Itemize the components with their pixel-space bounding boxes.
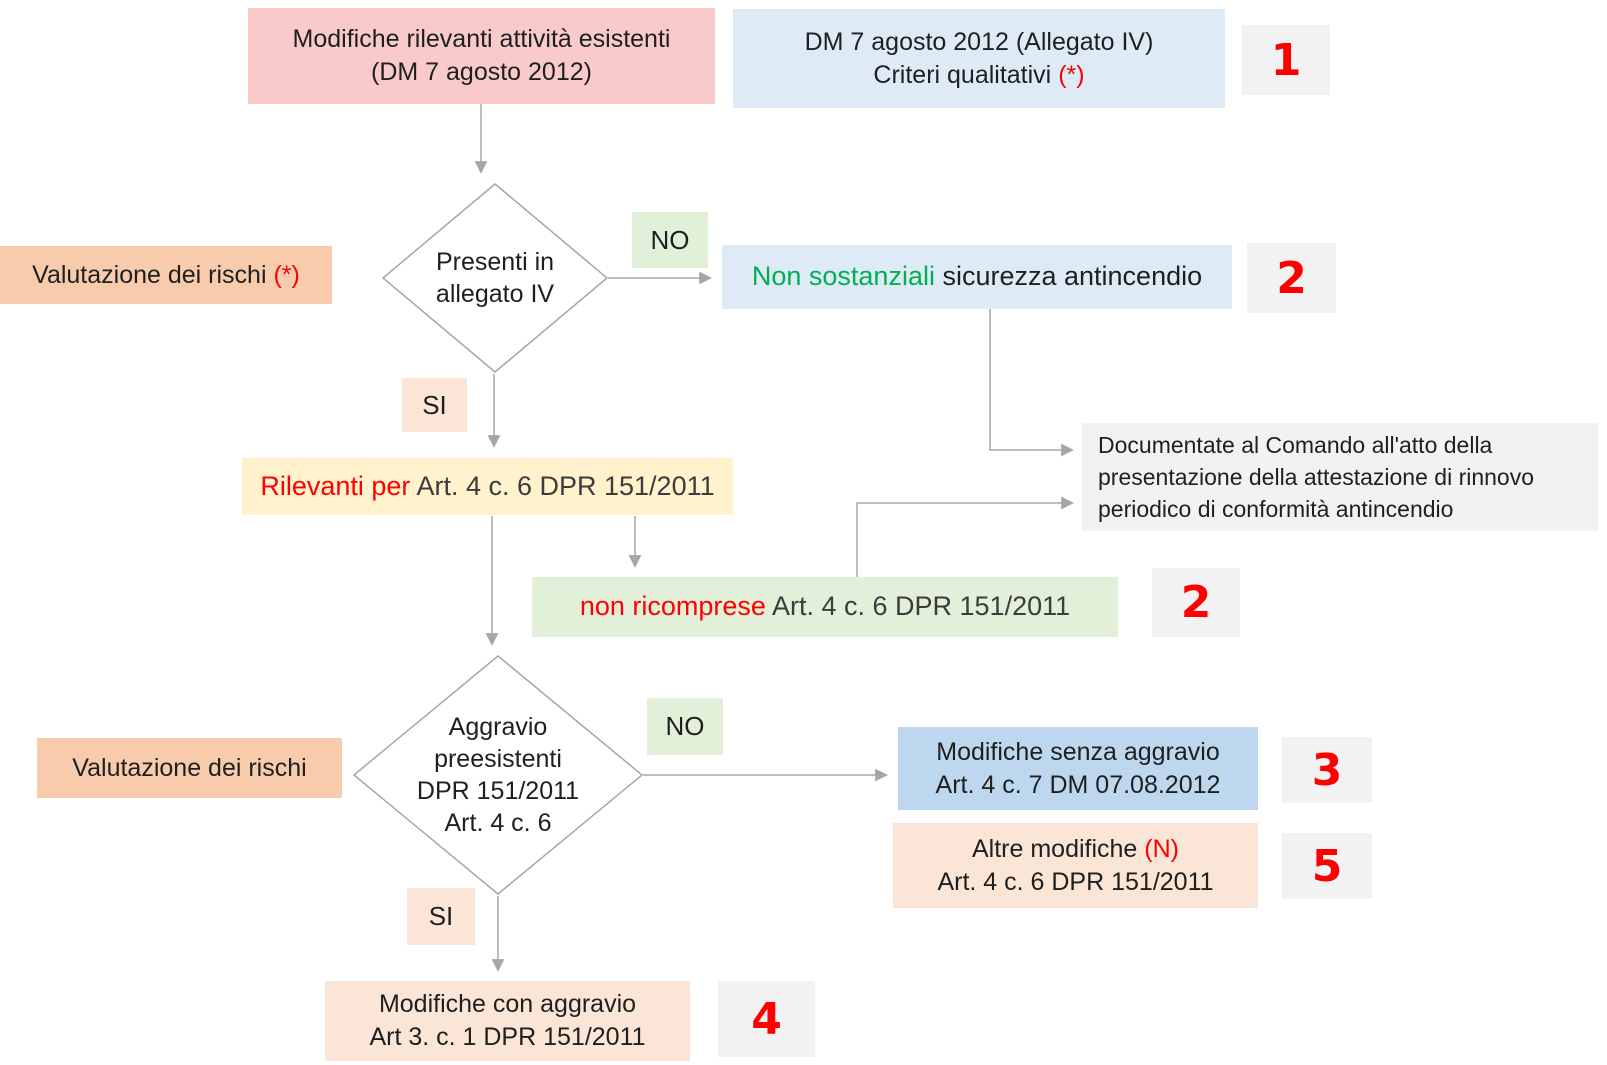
branch-label-no-1: NO bbox=[632, 212, 708, 268]
node-text: presentazione della attestazione di rinn… bbox=[1098, 463, 1535, 490]
node-text: Criteri qualitativi (*) bbox=[873, 59, 1084, 92]
node-text: Rilevanti per Art. 4 c. 6 DPR 151/2011 bbox=[260, 469, 714, 505]
node-altre-modifiche: Altre modifiche (N) Art. 4 c. 6 DPR 151/… bbox=[893, 823, 1258, 908]
node-text-highlight: Non sostanziali bbox=[751, 261, 943, 292]
node-text: sicurezza antincendio bbox=[942, 261, 1203, 292]
node-modifiche-rilevanti: Modifiche rilevanti attività esistenti (… bbox=[248, 8, 715, 104]
diamond-shape bbox=[382, 183, 608, 373]
arrow-nonricomprese-to-doc bbox=[856, 496, 1074, 577]
node-text: Modifiche senza aggravio bbox=[936, 737, 1220, 766]
arrow-nonsostanziali-to-doc bbox=[989, 309, 1074, 457]
node-text-highlight: non ricomprese bbox=[579, 591, 772, 622]
decision-text: Aggravio preesistenti DPR 151/2011 Art. … bbox=[353, 655, 643, 895]
node-text: allegato IV bbox=[435, 280, 555, 308]
node-text: Art. 4 c. 6 bbox=[444, 809, 552, 837]
node-text: DPR 151/2011 bbox=[416, 777, 580, 805]
node-text: Art 3. c. 1 DPR 151/2011 bbox=[369, 1023, 646, 1051]
step-badge-2b: 2 bbox=[1152, 568, 1240, 637]
step-badge-3: 3 bbox=[1282, 737, 1372, 803]
node-rilevanti-per: Rilevanti per Art. 4 c. 6 DPR 151/2011 bbox=[242, 458, 733, 515]
note-mark: (N) bbox=[1144, 834, 1179, 863]
node-modifiche-con-aggravio: Modifiche con aggravio Art 3. c. 1 DPR 1… bbox=[325, 981, 690, 1061]
branch-label-no-2: NO bbox=[647, 698, 723, 755]
node-documentate-comando: Documentate al Comando all'atto della pr… bbox=[1082, 423, 1598, 531]
asterisk-mark: (*) bbox=[273, 260, 300, 289]
branch-label-si-1: SI bbox=[402, 378, 467, 432]
node-text: Non sostanziali sicurezza antincendio bbox=[752, 259, 1202, 295]
node-text: periodico di conformità antincendio bbox=[1098, 496, 1454, 523]
node-text: Altre modifiche bbox=[971, 834, 1145, 863]
node-text: Presenti in bbox=[435, 248, 555, 276]
node-text: Art. 4 c. 6 DPR 151/2011 bbox=[937, 867, 1214, 896]
node-non-ricomprese: non ricomprese Art. 4 c. 6 DPR 151/2011 bbox=[532, 577, 1118, 637]
node-text: preesistenti bbox=[434, 745, 562, 773]
node-non-sostanziali: Non sostanziali sicurezza antincendio bbox=[722, 245, 1232, 309]
node-text: Altre modifiche (N) bbox=[972, 833, 1179, 866]
step-badge-1: 1 bbox=[1242, 25, 1330, 95]
decision-aggravio-preesistenti: Aggravio preesistenti DPR 151/2011 Art. … bbox=[353, 655, 643, 895]
decision-presenti-allegato-iv: Presenti in allegato IV bbox=[382, 183, 608, 373]
node-text: Aggravio bbox=[448, 713, 548, 741]
node-text: Valutazione dei rischi bbox=[72, 753, 307, 782]
node-text: DM 7 agosto 2012 (Allegato IV) bbox=[804, 27, 1154, 56]
node-text: Valutazione dei rischi (*) bbox=[32, 259, 300, 292]
node-valutazione-rischi-2: Valutazione dei rischi bbox=[37, 738, 342, 798]
node-modifiche-senza-aggravio: Modifiche senza aggravio Art. 4 c. 7 DM … bbox=[898, 727, 1258, 810]
node-text: (DM 7 agosto 2012) bbox=[371, 58, 592, 86]
node-text: Modifiche rilevanti attività esistenti bbox=[292, 25, 671, 53]
node-text: Art. 4 c. 7 DM 07.08.2012 bbox=[935, 770, 1221, 799]
node-text: Criteri qualitativi bbox=[873, 60, 1059, 89]
node-text-highlight: Rilevanti per bbox=[260, 470, 417, 501]
diamond-shape bbox=[353, 655, 643, 895]
node-criteri-qualitativi: DM 7 agosto 2012 (Allegato IV) Criteri q… bbox=[733, 9, 1225, 108]
node-text: Modifiche con aggravio bbox=[378, 990, 637, 1018]
node-text: Documentate al Comando all'atto della bbox=[1098, 431, 1493, 458]
step-badge-2a: 2 bbox=[1247, 243, 1336, 313]
decision-text: Presenti in allegato IV bbox=[382, 183, 608, 373]
node-valutazione-rischi-1: Valutazione dei rischi (*) bbox=[0, 246, 332, 304]
node-text: Art. 4 c. 6 DPR 151/2011 bbox=[416, 470, 715, 501]
node-text: Valutazione dei rischi bbox=[32, 260, 274, 289]
branch-label-si-2: SI bbox=[407, 888, 475, 945]
node-text: Art. 4 c. 6 DPR 151/2011 bbox=[771, 591, 1071, 622]
step-badge-5: 5 bbox=[1282, 833, 1372, 899]
asterisk-mark: (*) bbox=[1058, 60, 1085, 89]
node-text: non ricomprese Art. 4 c. 6 DPR 151/2011 bbox=[580, 589, 1070, 625]
step-badge-4: 4 bbox=[718, 981, 815, 1057]
